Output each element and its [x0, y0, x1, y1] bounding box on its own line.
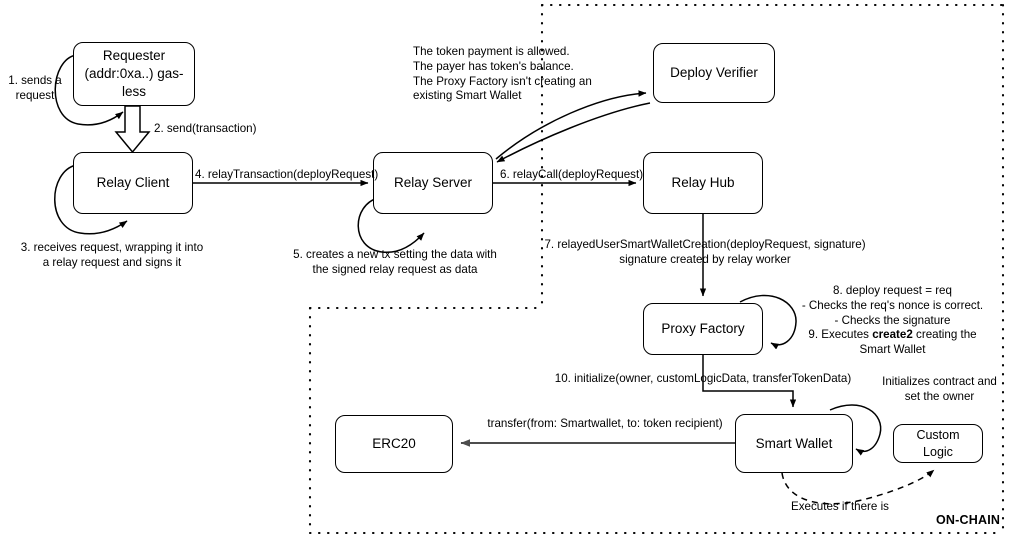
relay-server-node[interactable]: Relay Server: [373, 152, 493, 214]
relay-hub-node[interactable]: Relay Hub: [643, 152, 763, 214]
requester-label: Requester (addr:0xa..) gas-less: [84, 48, 184, 99]
step-5-label: 5. creates a new tx setting the data wit…: [293, 248, 497, 276]
transfer-label: transfer(from: Smartwallet, to: token re…: [487, 417, 723, 430]
erc20-node[interactable]: ERC20: [335, 415, 453, 473]
deploy-verifier-note: The token payment is allowed. The payer …: [413, 45, 592, 103]
edge-requester-to-relay-client: [114, 105, 151, 154]
edge-deploy-verifier-to-relay-server: [496, 102, 651, 163]
requester-node[interactable]: Requester (addr:0xa..) gas-less: [73, 42, 195, 106]
smart-wallet-node[interactable]: Smart Wallet: [735, 414, 853, 473]
custom-logic-node[interactable]: Custom Logic: [893, 424, 983, 463]
proxy-factory-note-post: creating the Smart Wallet: [859, 328, 977, 357]
relay-server-label: Relay Server: [393, 175, 473, 191]
relay-client-label: Relay Client: [96, 175, 170, 191]
step-2-label: 2. send(transaction): [154, 122, 257, 135]
relay-hub-label: Relay Hub: [671, 175, 735, 191]
smart-wallet-init-note: Initializes contract and set the owner: [882, 375, 997, 403]
create2-keyword: create2: [872, 328, 913, 342]
proxy-factory-label: Proxy Factory: [661, 321, 745, 337]
executes-if-label: Executes if there is: [791, 500, 889, 513]
edge-smart-wallet-to-custom-logic: [781, 469, 935, 505]
on-chain-label: ON-CHAIN: [936, 513, 1001, 527]
proxy-factory-node[interactable]: Proxy Factory: [643, 303, 763, 355]
custom-logic-label: Custom Logic: [916, 428, 960, 459]
deploy-verifier-node[interactable]: Deploy Verifier: [653, 43, 775, 103]
step-6-label: 6. relayCall(deployRequest): [500, 168, 644, 181]
step-10-label: 10. initialize(owner, customLogicData, t…: [554, 372, 852, 385]
proxy-factory-note-pre: 8. deploy request = req - Checks the req…: [801, 284, 984, 342]
deploy-verifier-label: Deploy Verifier: [670, 65, 758, 81]
smart-wallet-label: Smart Wallet: [755, 435, 833, 451]
step-7-label: 7. relayedUserSmartWalletCreation(deploy…: [544, 238, 866, 266]
erc20-label: ERC20: [372, 436, 416, 452]
relay-client-node[interactable]: Relay Client: [73, 152, 193, 214]
step-1-label: 1. sends a request: [8, 74, 62, 102]
proxy-factory-note: 8. deploy request = req - Checks the req…: [790, 284, 995, 358]
step-3-label: 3. receives request, wrapping it into a …: [20, 241, 204, 269]
step-4-label: 4. relayTransaction(deployRequest): [195, 168, 379, 181]
